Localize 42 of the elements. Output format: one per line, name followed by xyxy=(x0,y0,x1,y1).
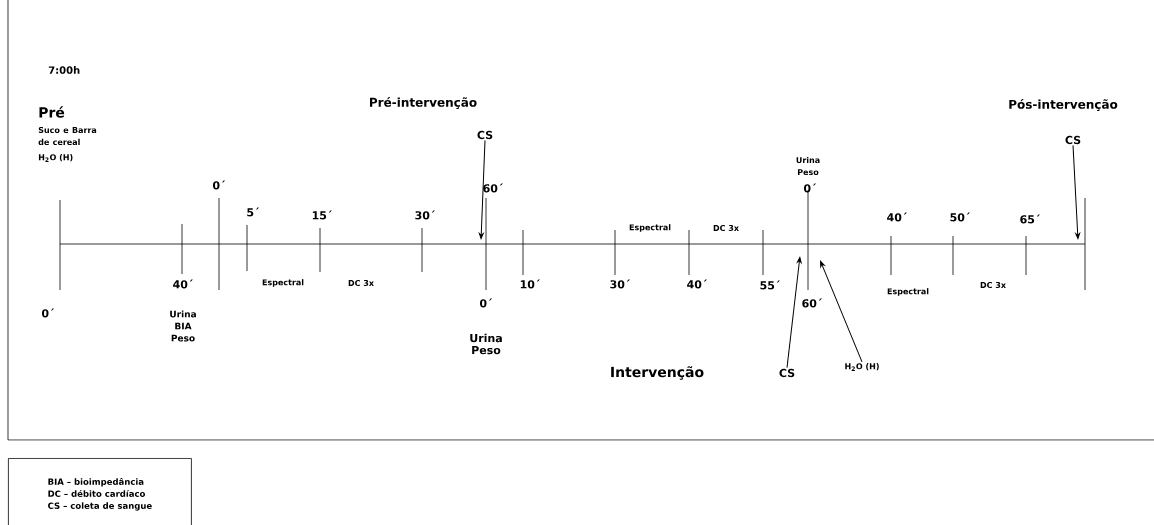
arrow-label: H$_{2}$O (H) xyxy=(845,363,879,371)
arrow xyxy=(478,139,486,240)
timeline-label: 40´ xyxy=(173,279,193,289)
timeline-label: 40´ xyxy=(687,279,707,289)
timeline-label: 0´ xyxy=(479,298,493,308)
timeline-label: 50´ xyxy=(950,212,970,222)
timeline-label: Espectral xyxy=(887,288,929,296)
timeline-label: DC 3x xyxy=(713,224,739,231)
key-box: BIA – bioimpedância DC – débito cardíaco CS – coleta de sangue xyxy=(8,458,192,525)
timeline-label: 0´ xyxy=(41,308,55,318)
timeline-label: 55´ xyxy=(760,280,780,290)
timeline-label: 10´ xyxy=(520,279,540,289)
timeline-label: 40´ xyxy=(887,212,907,222)
arrow-label: CS xyxy=(477,130,493,140)
arrow-label: CS xyxy=(1065,135,1081,145)
timeline-label: Pós-intervenção xyxy=(1009,99,1118,111)
timeline-label: H$_{2}$O (H) xyxy=(38,154,73,162)
timeline-label: 30´ xyxy=(610,279,630,289)
timeline-label: Intervenção xyxy=(611,366,704,380)
arrow-label: CS xyxy=(779,368,795,378)
timeline-label: Urina Peso xyxy=(796,156,820,176)
timeline-label: Urina BIA Peso xyxy=(170,310,196,342)
timeline-label: 0´ xyxy=(212,180,226,190)
timeline-label: 60´ xyxy=(483,183,503,193)
timeline-label: DC 3x xyxy=(348,279,374,287)
timeline-label: Espectral xyxy=(629,224,671,232)
timeline-label: Pré-intervenção xyxy=(370,97,477,109)
timeline-label: 15´ xyxy=(312,210,332,220)
timeline-label: Pré xyxy=(39,106,65,118)
arrow xyxy=(1072,144,1081,240)
timeline-label: Espectral xyxy=(262,279,304,287)
timeline-label: DC 3x xyxy=(980,281,1006,289)
timeline-label: 5´ xyxy=(247,207,260,217)
timeline-label: 60´ xyxy=(802,298,822,308)
arrow xyxy=(820,260,863,363)
timeline-label: 30´ xyxy=(415,210,435,220)
timeline-label: 65´ xyxy=(1020,214,1040,224)
timeline-label: Suco e Barra de cereal xyxy=(38,126,97,145)
timeline-label: 7:00h xyxy=(48,66,80,74)
timeline-label: Urina Peso xyxy=(470,333,502,355)
arrow xyxy=(786,256,802,369)
timeline-label: 0´ xyxy=(803,183,817,193)
